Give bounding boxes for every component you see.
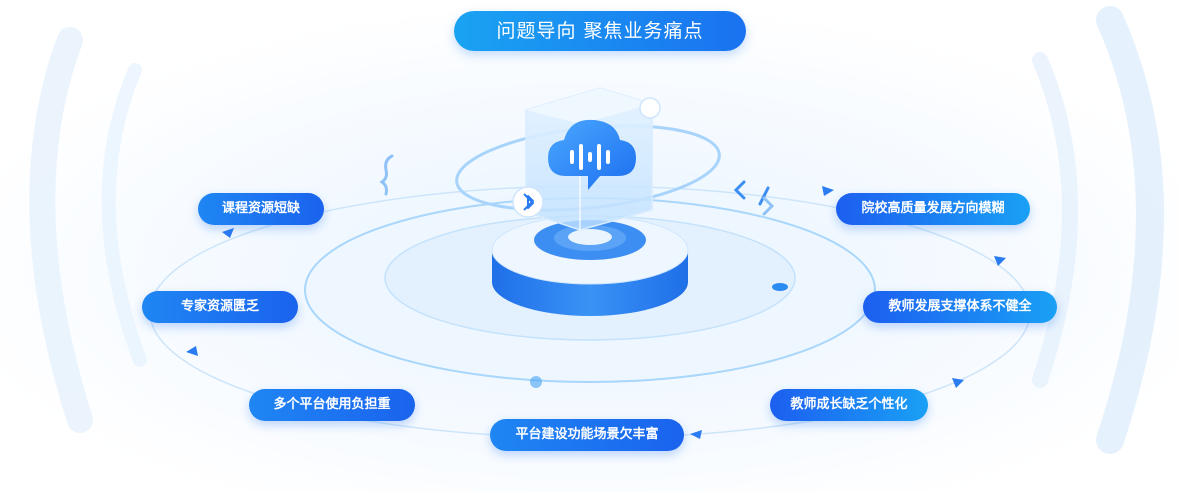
arrow-icon — [690, 430, 702, 439]
platform — [491, 215, 689, 316]
bracket-icon — [379, 154, 394, 196]
code-brackets-icon — [733, 180, 775, 216]
ring-dot — [530, 376, 542, 388]
pain-point-platform-features: 平台建设功能场景欠丰富 — [490, 419, 684, 451]
orbit-bead — [639, 97, 661, 119]
decorative-arcs — [29, 6, 1164, 454]
arrow-icon — [994, 256, 1006, 266]
ring-dot — [772, 283, 788, 291]
arrow-icon — [822, 186, 834, 196]
arrow-icon — [222, 228, 234, 238]
cloud-audio-icon — [548, 119, 636, 190]
pain-point-course-resources: 课程资源短缺 — [198, 193, 324, 225]
pain-point-platform-burden: 多个平台使用负担重 — [249, 389, 415, 421]
pain-point-expert-resources: 专家资源匮乏 — [142, 291, 298, 323]
bluetooth-icon — [512, 186, 544, 218]
pain-point-college-direction: 院校高质量发展方向模糊 — [836, 193, 1030, 225]
arrow-icon — [952, 378, 964, 388]
pain-point-teacher-support: 教师发展支撑体系不健全 — [863, 291, 1057, 323]
pain-point-teacher-growth: 教师成长缺乏个性化 — [770, 389, 928, 421]
arrow-icon — [186, 346, 198, 356]
page-title: 问题导向 聚焦业务痛点 — [454, 11, 746, 51]
orbit-arrows — [186, 186, 1006, 439]
